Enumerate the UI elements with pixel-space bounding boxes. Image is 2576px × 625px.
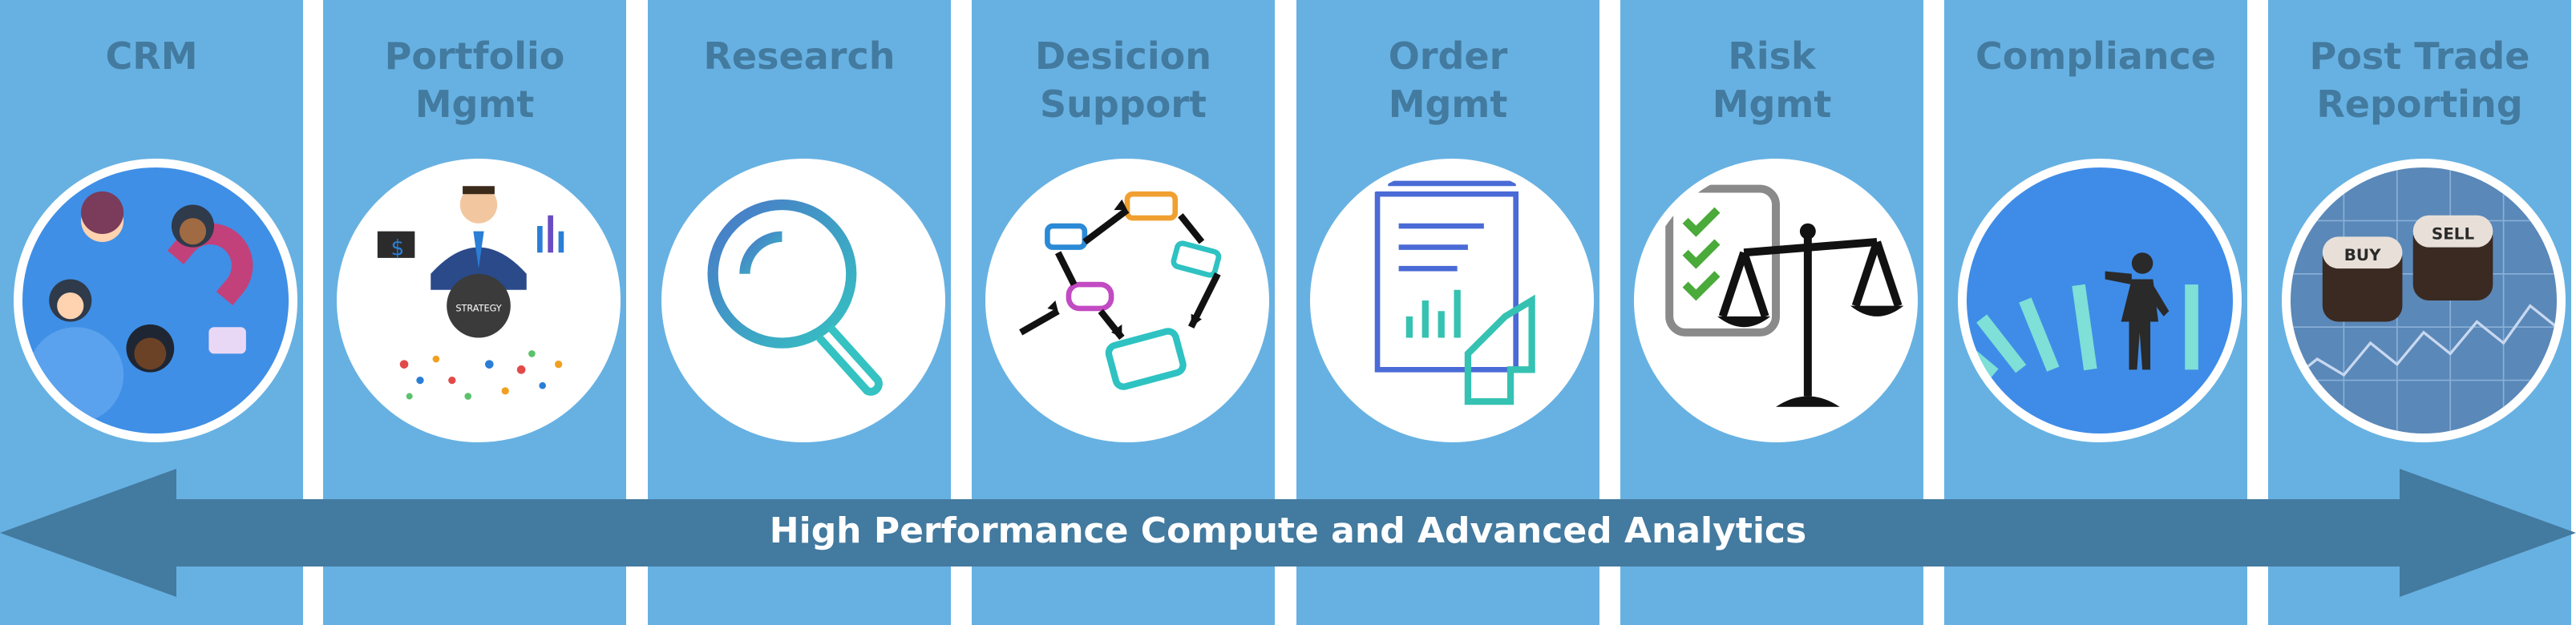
svg-text:SELL: SELL	[2432, 225, 2475, 244]
svg-text:STRATEGY: STRATEGY	[455, 303, 501, 313]
column-title-compliance: Compliance	[1975, 34, 2216, 78]
svg-text:$: $	[390, 236, 404, 261]
buy-sell-dice-icon: BUY SELL	[2282, 159, 2566, 442]
column-order: Order Mgmt	[1296, 0, 1599, 625]
svg-text:BUY: BUY	[2344, 246, 2381, 264]
domino-person-icon	[1958, 159, 2242, 442]
column-title-risk: Risk Mgmt	[1712, 34, 1832, 126]
column-title-crm: CRM	[105, 34, 198, 78]
double-arrow-banner	[0, 469, 2576, 597]
magnifying-glass-icon	[661, 159, 945, 442]
column-title-research: Research	[703, 34, 896, 78]
column-crm: CRM	[0, 0, 303, 625]
strategy-businessman-icon: $ STRATEGY	[337, 159, 621, 442]
column-title-order: Order Mgmt	[1388, 34, 1508, 126]
column-title-posttrade: Post Trade Reporting	[2309, 34, 2530, 126]
flowchart-icon	[985, 159, 1269, 442]
crm-magnet-people-icon	[14, 159, 297, 442]
banner-label: High Performance Compute and Advanced An…	[769, 510, 1807, 551]
document-hand-icon	[1310, 159, 1594, 442]
column-title-decision: Desicion Support	[1035, 34, 1211, 126]
column-title-portfolio: Portfolio Mgmt	[384, 34, 565, 126]
scales-checklist-icon	[1634, 159, 1918, 442]
